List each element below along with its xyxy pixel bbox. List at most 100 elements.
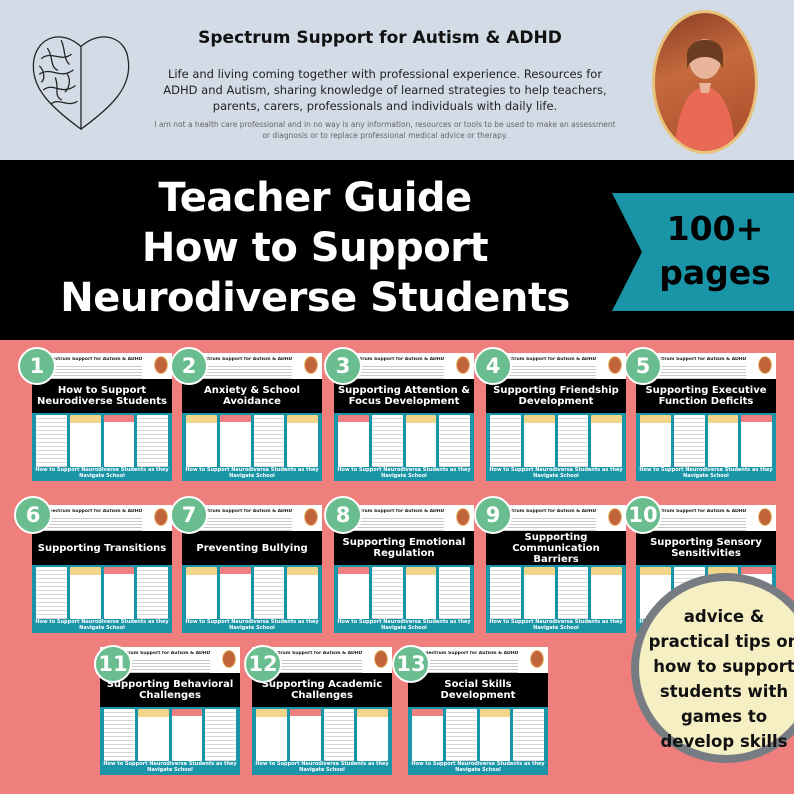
worksheet-thumbnail [287, 567, 318, 619]
disclaimer: I am not a health care professional and … [154, 120, 616, 140]
ribbon-line: 100+ [666, 209, 764, 248]
card-brand: Spectrum Support for Autism & ADHD [348, 357, 445, 362]
brand-title: Spectrum Support for Autism & ADHD [198, 28, 562, 48]
card-footer: How to Support Neurodiverse Students as … [35, 467, 169, 479]
card-title: Supporting Behavioral Challenges [106, 679, 234, 701]
card-worksheets [104, 709, 236, 761]
worksheet-thumbnail [591, 567, 622, 619]
card-title-bar: How to Support Neurodiverse Students [32, 379, 172, 413]
worksheet-thumbnail [371, 415, 403, 467]
card-intro-text-lines [42, 516, 142, 534]
card-intro-text-lines [110, 658, 210, 676]
worksheet-thumbnail [445, 709, 477, 761]
card-intro-text-lines [344, 516, 444, 534]
ribbon-line: pages [659, 253, 771, 292]
worksheet-thumbnail [412, 709, 443, 761]
card-number-badge: 13 [392, 645, 430, 683]
worksheet-thumbnail [219, 567, 251, 619]
card-brand: Spectrum Support for Autism & ADHD [650, 357, 747, 362]
worksheet-thumbnail [741, 415, 772, 467]
banner-title-line: How to Support [141, 225, 489, 271]
card-avatar [304, 356, 318, 374]
card-number-badge: 8 [324, 496, 362, 534]
card-title: Supporting Attention & Focus Development [337, 385, 470, 407]
card-worksheets [490, 567, 622, 619]
worksheet-thumbnail [137, 709, 169, 761]
card-title: How to Support Neurodiverse Students [37, 385, 167, 407]
card-footer: How to Support Neurodiverse Students as … [35, 619, 169, 631]
card-title-bar: Supporting Academic Challenges [252, 673, 392, 707]
worksheet-thumbnail [36, 415, 67, 467]
card-footer: How to Support Neurodiverse Students as … [489, 467, 623, 479]
worksheet-thumbnail [405, 567, 437, 619]
card-worksheets [412, 709, 544, 761]
worksheet-thumbnail [104, 709, 135, 761]
card-footer: How to Support Neurodiverse Students as … [337, 467, 471, 479]
card-brand: Spectrum Support for Autism & ADHD [650, 509, 747, 514]
guide-card: Spectrum Support for Autism & ADHD Suppor… [334, 353, 474, 481]
card-title: Supporting Emotional Regulation [342, 537, 466, 559]
worksheet-thumbnail [253, 415, 285, 467]
worksheet-thumbnail [186, 567, 217, 619]
card-brand: Spectrum Support for Autism & ADHD [500, 357, 597, 362]
card-number-badge: 11 [94, 645, 132, 683]
author-photo [652, 10, 758, 154]
worksheet-thumbnail [137, 567, 168, 619]
card-avatar [304, 508, 318, 526]
worksheet-thumbnail [439, 415, 470, 467]
card-intro-text-lines [646, 516, 746, 534]
worksheet-thumbnail [523, 415, 555, 467]
card-avatar [456, 508, 470, 526]
card-title: Preventing Bullying [196, 542, 308, 554]
worksheet-thumbnail [439, 567, 470, 619]
author-portrait-icon [675, 39, 735, 151]
card-worksheets [640, 415, 772, 467]
card-brand: Spectrum Support for Autism & ADHD [266, 651, 363, 656]
worksheet-thumbnail [219, 415, 251, 467]
ribbon-icon [612, 193, 794, 311]
banner-title-line: Neurodiverse Students [60, 275, 570, 321]
card-title-bar: Preventing Bullying [182, 531, 322, 565]
guide-card: Spectrum Support for Autism & ADHD Suppor… [334, 505, 474, 633]
card-number-badge: 9 [474, 496, 512, 534]
card-footer: How to Support Neurodiverse Students as … [639, 467, 773, 479]
page-count-ribbon: 100+ pages [640, 207, 790, 295]
card-avatar [374, 650, 388, 668]
card-intro-text-lines [418, 658, 518, 676]
card-title: Anxiety & School Avoidance [204, 385, 300, 407]
brain-heart-logo-icon [32, 36, 130, 130]
card-number-badge: 2 [170, 347, 208, 385]
worksheet-thumbnail [707, 415, 739, 467]
worksheet-thumbnail [338, 567, 369, 619]
card-title-bar: Supporting Sensory Sensitivities [636, 531, 776, 565]
worksheet-thumbnail [289, 709, 321, 761]
card-title: Supporting Transitions [37, 542, 167, 554]
card-number-badge: 1 [18, 347, 56, 385]
card-footer: How to Support Neurodiverse Students as … [489, 619, 623, 631]
card-brand: Spectrum Support for Autism & ADHD [196, 509, 293, 514]
card-brand: Spectrum Support for Autism & ADHD [348, 509, 445, 514]
worksheet-thumbnail [323, 709, 355, 761]
worksheet-thumbnail [69, 567, 101, 619]
card-avatar [608, 356, 622, 374]
worksheet-thumbnail [479, 709, 511, 761]
card-brand: Spectrum Support for Autism & ADHD [422, 651, 519, 656]
card-title: Supporting Communication Barriers [512, 531, 600, 565]
card-number-badge: 3 [324, 347, 362, 385]
callout-text: advice & practical tips on how to suppor… [648, 607, 794, 751]
card-title-bar: Anxiety & School Avoidance [182, 379, 322, 413]
guide-card: Spectrum Support for Autism & ADHD Preven… [182, 505, 322, 633]
card-title-bar: Supporting Emotional Regulation [334, 531, 474, 565]
worksheet-thumbnail [405, 415, 437, 467]
card-avatar [154, 508, 168, 526]
worksheet-thumbnail [171, 709, 203, 761]
card-footer: How to Support Neurodiverse Students as … [103, 761, 237, 773]
card-avatar [456, 356, 470, 374]
worksheet-thumbnail [371, 567, 403, 619]
worksheet-thumbnail [338, 415, 369, 467]
